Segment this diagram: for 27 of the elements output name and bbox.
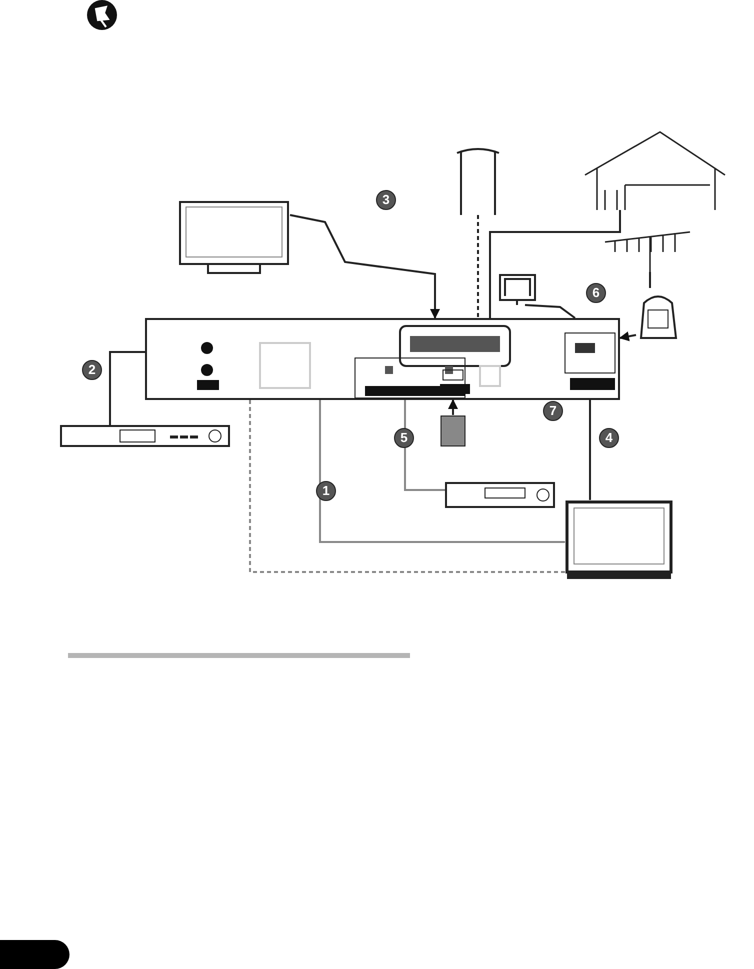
cable [477, 215, 479, 318]
usb-stick [440, 415, 466, 447]
indoor-antenna-drawing [455, 145, 501, 215]
cable [524, 304, 576, 319]
outdoor-antenna-drawing [605, 232, 690, 272]
tv-drawing [178, 200, 290, 275]
house-drawing [585, 130, 725, 210]
callout-number: 7 [543, 401, 563, 421]
callout-number: 4 [599, 428, 619, 448]
cable [589, 400, 591, 500]
recorder-rear-panel-drawing [145, 318, 620, 400]
cable [649, 272, 651, 288]
cable [249, 400, 565, 573]
callout-number: 2 [82, 360, 102, 380]
cable [404, 400, 445, 491]
cable [619, 331, 636, 342]
callout-number: 1 [316, 481, 336, 501]
cable [448, 399, 458, 415]
callout-number: 5 [394, 428, 414, 448]
callout-number: 3 [376, 190, 396, 210]
callout-number: 6 [586, 283, 606, 303]
tv-drawing [565, 500, 673, 580]
tuner-drawing [60, 425, 230, 450]
cable [109, 351, 145, 425]
cable [489, 210, 621, 318]
cable [290, 214, 440, 319]
cable [319, 400, 565, 543]
